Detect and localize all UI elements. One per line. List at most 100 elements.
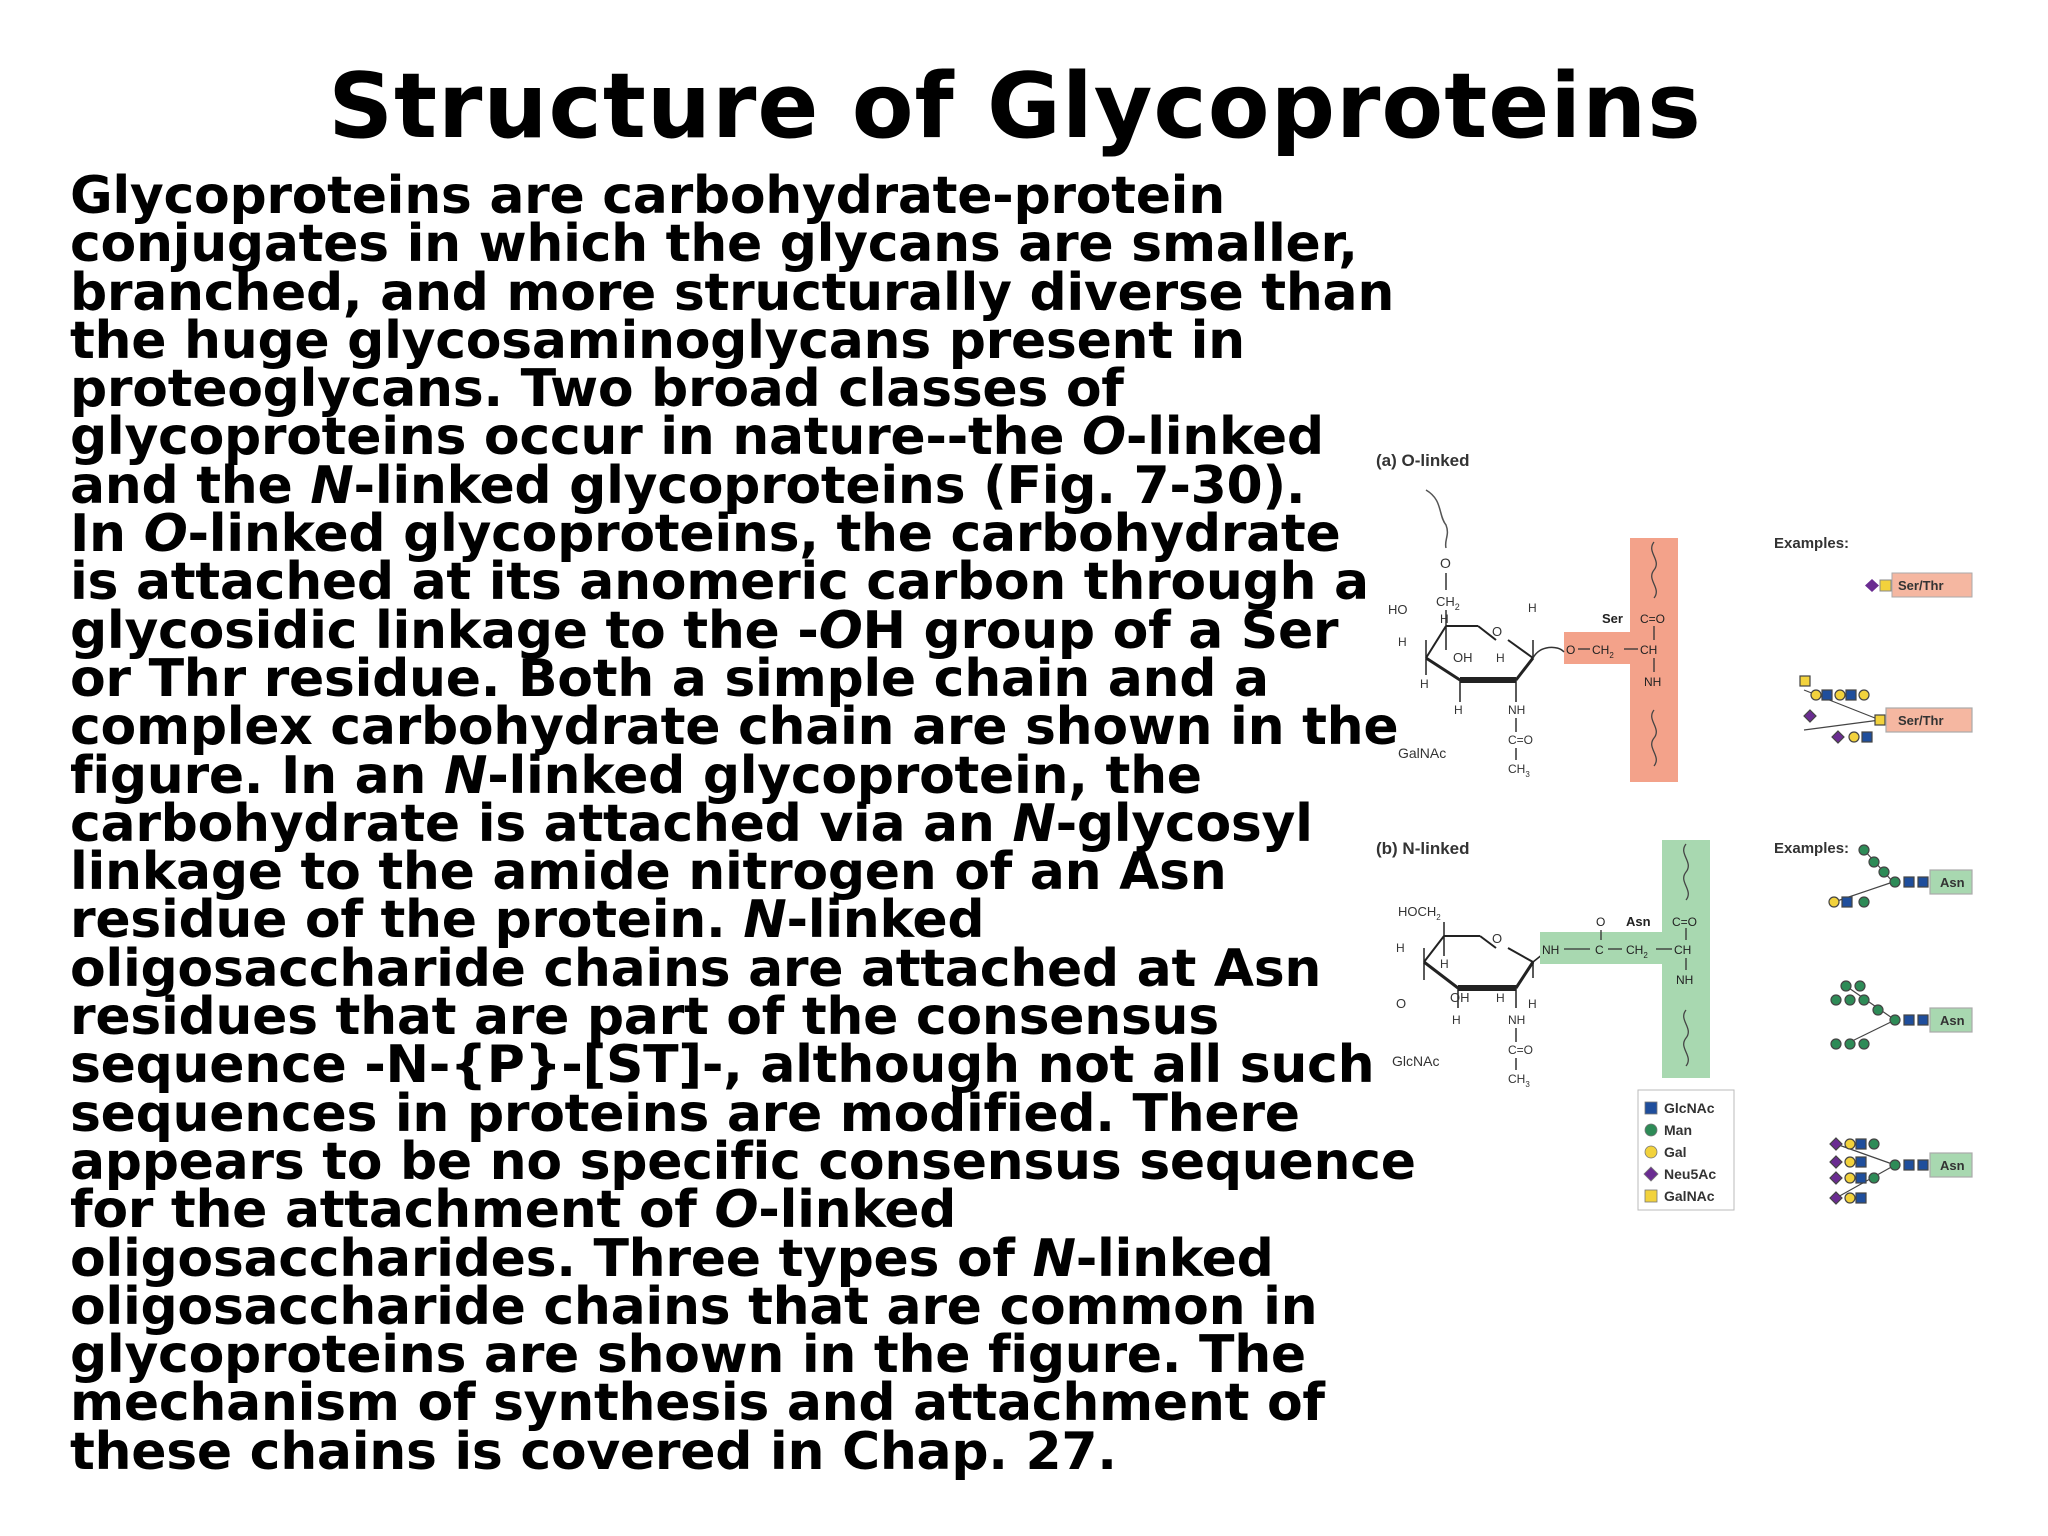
o-linked-ch: CH [1640, 643, 1657, 657]
text-run: appears to be no specific consensus sequ… [70, 1131, 1416, 1192]
glcnac-name: GlcNAc [1392, 1053, 1439, 1069]
o-linked-chain-band [1564, 632, 1678, 664]
n-linked-example-3-tag: Asn [1940, 1158, 1965, 1173]
galnac-name: GalNAc [1398, 745, 1446, 761]
body-line: glycosidic linkage to the -OH group of a… [70, 605, 1360, 657]
n-linked-chain-band [1540, 932, 1710, 964]
n-linked-example-2: Asn [1830, 980, 1973, 1050]
text-run: -linked glycoproteins (Fig. 7-30). [353, 455, 1306, 516]
o-linked-o-top: O [1440, 555, 1451, 571]
text-run: -linked glycoprotein, the [487, 745, 1202, 806]
text-run: or Thr residue. Both a simple chain and … [70, 648, 1269, 709]
text-run: -linked glycoproteins, the carbohydrate [187, 504, 1341, 565]
text-run: is attached at its anomeric carbon throu… [70, 552, 1369, 613]
text-run: residue of the protein. [70, 890, 744, 951]
n-linked-residue-asn: Asn [1626, 914, 1651, 929]
galnac-h2: H [1440, 612, 1449, 626]
italic-text: N [743, 890, 787, 951]
text-run: glycoproteins occur in nature--the [70, 407, 1083, 468]
o-linked-example-2: Ser/Thr [1799, 675, 1973, 744]
body-line: and the N-linked glycoproteins (Fig. 7-3… [70, 460, 1360, 512]
text-run: -linked [786, 890, 985, 951]
body-line: glycoproteins are shown in the figure. T… [70, 1329, 1360, 1381]
body-line: mechanism of synthesis and attachment of [70, 1377, 1360, 1429]
glcnac-hoch2: HOCH2 [1398, 904, 1441, 922]
glcnac-co: C=O [1508, 1043, 1533, 1057]
text-run: the huge glycosaminoglycans present in [70, 310, 1245, 371]
text-run: Glycoproteins are carbohydrate-protein [70, 166, 1225, 226]
text-run: oligosaccharide chains that are common i… [70, 1276, 1318, 1337]
text-run: residues that are part of the consensus [70, 987, 1219, 1048]
italic-text: N [443, 745, 488, 806]
text-run: glycosidic linkage to the - [70, 600, 819, 661]
text-run: mechanism of synthesis and attachment of [70, 1373, 1325, 1434]
galnac-ch3: CH3 [1508, 762, 1530, 779]
italic-text: O [818, 600, 863, 661]
n-linked-nh-link: NH [1542, 943, 1559, 957]
galnac-nh: NH [1508, 703, 1525, 717]
legend-symbol-man [1644, 1123, 1658, 1137]
body-line: glycoproteins occur in nature--the O-lin… [70, 411, 1360, 463]
text-run: sequence -N-{P}-[ST]-, although not all … [70, 1035, 1375, 1096]
italic-text: N [310, 455, 354, 516]
text-run: for the attachment of [70, 1180, 715, 1241]
body-line: conjugates in which the glycans are smal… [70, 218, 1360, 270]
text-run: oligosaccharides. Three types of [70, 1228, 1033, 1289]
galnac-ring [1425, 625, 1535, 702]
body-line: is attached at its anomeric carbon throu… [70, 556, 1369, 608]
galnac-oh: OH [1453, 650, 1473, 665]
text-run: -linked [1075, 1228, 1274, 1289]
italic-text: O [714, 1180, 759, 1241]
glcnac-ring-o: O [1492, 931, 1502, 946]
legend-label-gal: Gal [1664, 1144, 1687, 1160]
n-linked-c: C [1595, 943, 1604, 957]
body-line: oligosaccharide chains are attached at A… [70, 943, 1360, 995]
text-run: oligosaccharide chains are attached at A… [70, 938, 1322, 999]
text-run: -glycosyl [1055, 793, 1313, 854]
body-line: In O-linked glycoproteins, the carbohydr… [70, 508, 1360, 560]
legend-symbol-glcnac [1644, 1101, 1658, 1115]
body-line: the huge glycosaminoglycans present in [70, 315, 1360, 367]
legend-label-man: Man [1664, 1122, 1692, 1138]
legend-label-galnac: GalNAc [1664, 1188, 1715, 1204]
italic-text: O [143, 504, 188, 565]
glcnac-h1: H [1396, 941, 1405, 955]
legend-symbol-neu5ac [1643, 1166, 1659, 1182]
body-line: these chains is covered in Chap. 27. [70, 1426, 1360, 1478]
galnac-ring-o: O [1492, 624, 1502, 639]
text-run: complex carbohydrate chain are shown in … [70, 697, 1399, 758]
glcnac-nh: NH [1508, 1013, 1525, 1027]
glycoprotein-figure: (a) O-linked O CH2 O HO H H H H OH H H N… [1376, 451, 1973, 1211]
o-linked-label: (a) O-linked [1376, 451, 1470, 470]
text-run: H group of a Ser [862, 600, 1339, 661]
legend-symbol-gal [1644, 1145, 1658, 1159]
n-linked-label: (b) N-linked [1376, 839, 1470, 858]
body-line: figure. In an N-linked glycoprotein, the [70, 750, 1360, 802]
n-linked-c-eq-o: C=O [1672, 915, 1697, 929]
text-run: conjugates in which the glycans are smal… [70, 214, 1358, 275]
o-linked-backbone-squiggle [1425, 489, 1449, 549]
text-run: branched, and more structurally diverse … [70, 262, 1395, 323]
n-linked-example-1: Asn [1828, 844, 1973, 908]
body-line: sequences in proteins are modified. Ther… [70, 1088, 1360, 1140]
galnac-h4: H [1420, 677, 1429, 691]
glcnac-ch3: CH3 [1508, 1072, 1530, 1089]
n-linked-o-top: O [1596, 915, 1605, 929]
text-run: sequences in proteins are modified. Ther… [70, 1083, 1300, 1144]
legend-label-neu5ac: Neu5Ac [1664, 1166, 1716, 1182]
n-linked-examples-label: Examples: [1774, 840, 1849, 857]
body-line: proteoglycans. Two broad classes of [70, 363, 1360, 415]
glcnac-oh: OH [1450, 990, 1470, 1005]
body-line: carbohydrate is attached via an N-glycos… [70, 798, 1360, 850]
italic-text: O [1082, 407, 1126, 468]
text-run: figure. In an [70, 745, 444, 806]
body-line: oligosaccharides. Three types of N-linke… [70, 1233, 1360, 1285]
n-linked-example-3: Asn [1829, 1137, 1973, 1205]
body-line: residue of the protein. N-linked [70, 894, 1360, 946]
o-linked-example-2-tag: Ser/Thr [1898, 713, 1944, 728]
text-run: proteoglycans. Two broad classes of [70, 359, 1124, 420]
text-run: carbohydrate is attached via an [70, 793, 1013, 854]
n-linked-ch2-chain: CH2 [1626, 943, 1648, 960]
